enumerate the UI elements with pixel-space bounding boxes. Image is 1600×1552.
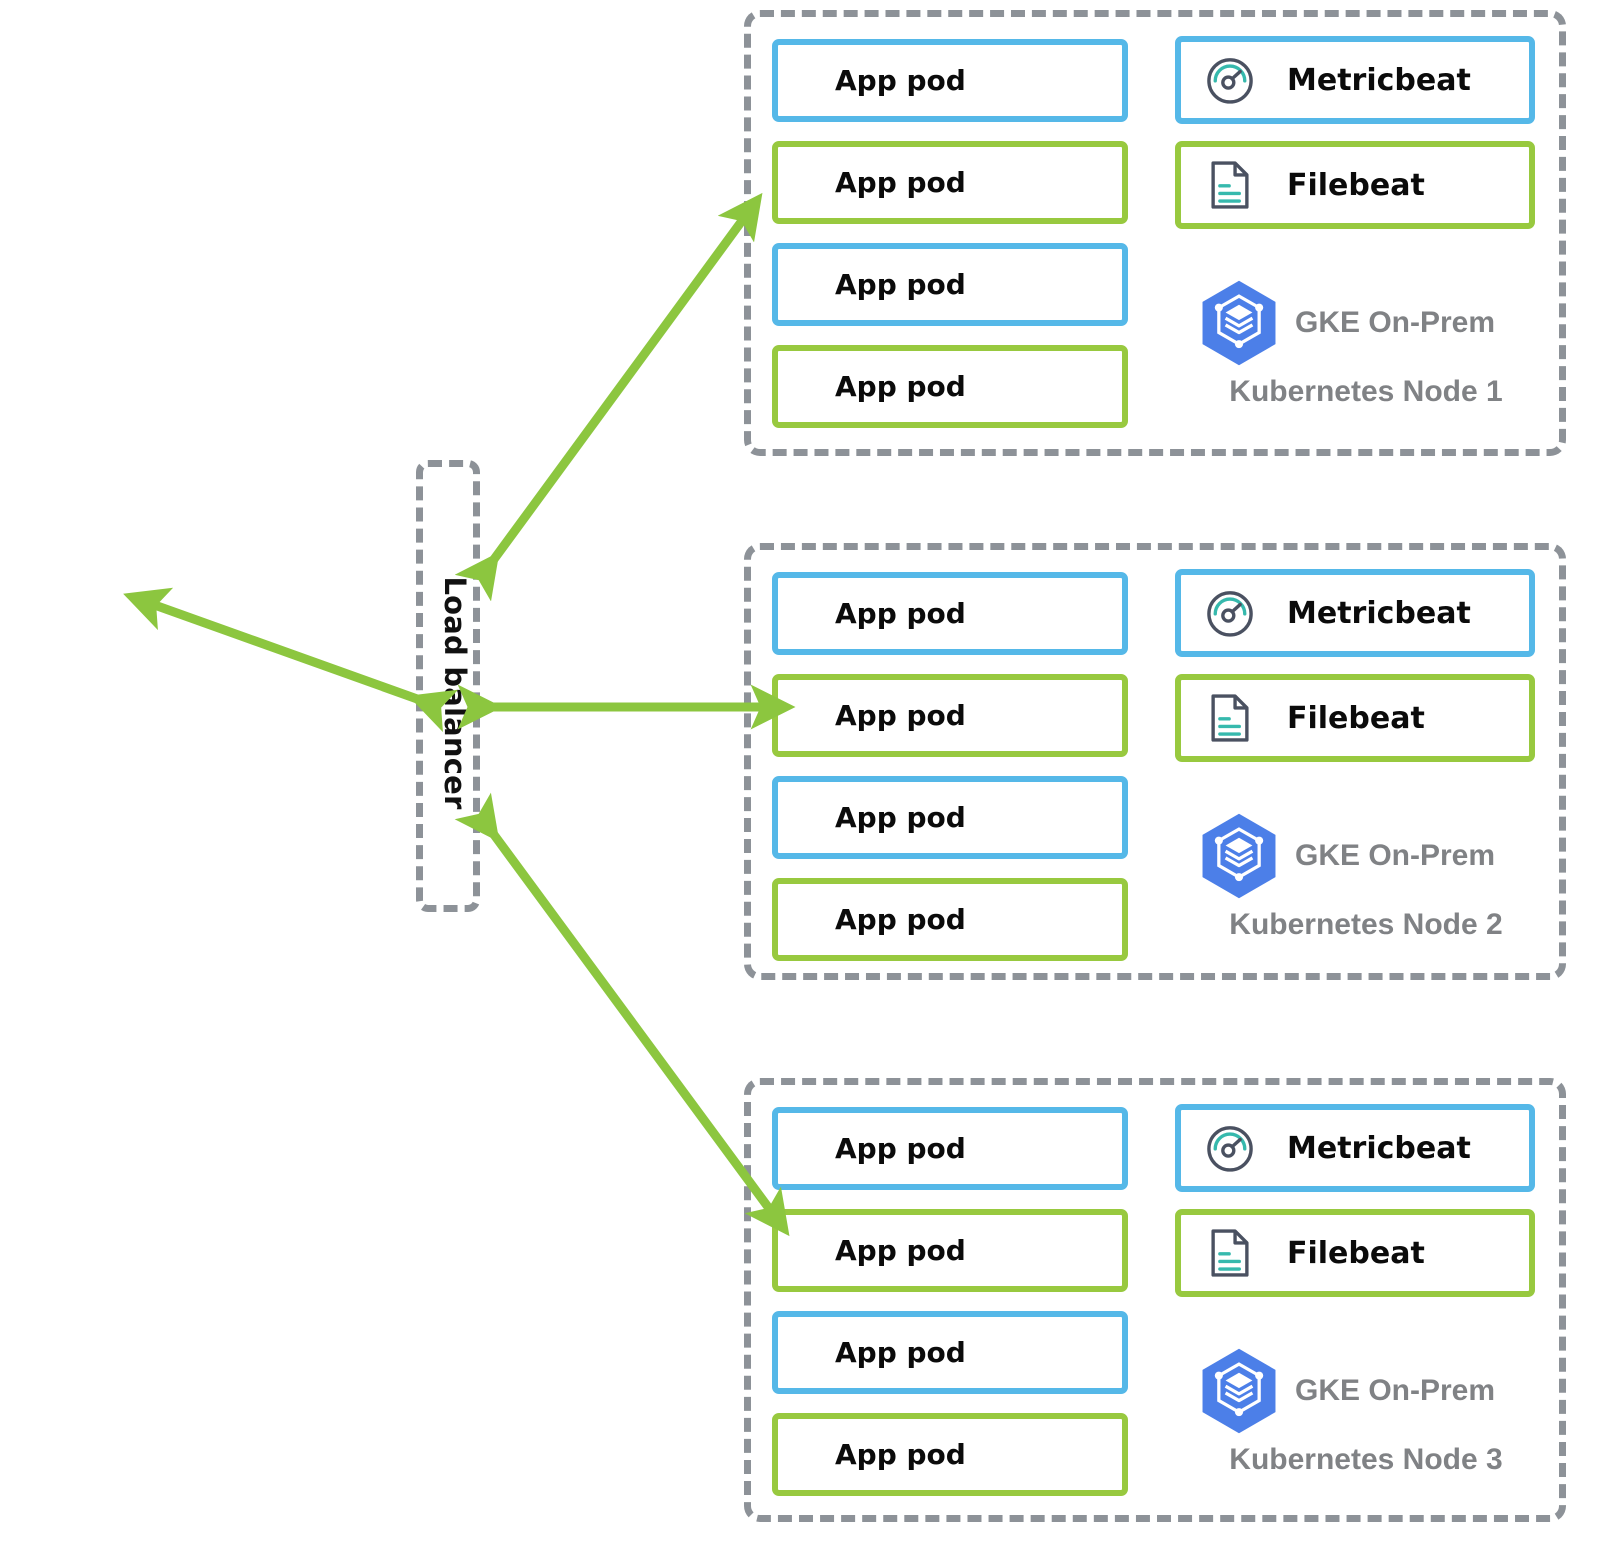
filebeat-box[interactable]: Filebeat [1175, 141, 1535, 229]
app-pod[interactable]: App pod [772, 674, 1128, 757]
kubernetes-node-2[interactable]: App pod App pod App pod App pod Metricb [744, 543, 1566, 980]
gke-title: GKE On-Prem [1295, 839, 1496, 872]
gauge-icon [1207, 58, 1253, 104]
node-2-pod-list: App pod App pod App pod App pod [772, 572, 1128, 980]
gauge-icon [1207, 1126, 1253, 1172]
app-pod[interactable]: App pod [772, 141, 1128, 224]
app-pod[interactable]: App pod [772, 1107, 1128, 1190]
filebeat-label: Filebeat [1287, 167, 1425, 203]
gke-subtitle: Kubernetes Node 3 [1229, 1443, 1503, 1476]
filebeat-box[interactable]: Filebeat [1175, 674, 1535, 762]
metricbeat-label: Metricbeat [1287, 1130, 1471, 1166]
document-icon [1211, 1229, 1249, 1277]
metricbeat-label: Metricbeat [1287, 595, 1471, 631]
arrow-client-to-load-balancer [123, 587, 459, 733]
filebeat-box[interactable]: Filebeat [1175, 1209, 1535, 1297]
gke-badge-row: GKE On-Prem [1191, 275, 1541, 371]
app-pod-label: App pod [835, 1336, 966, 1369]
gke-hexagon-icon [1202, 813, 1276, 899]
filebeat-label: Filebeat [1287, 700, 1425, 736]
app-pod[interactable]: App pod [772, 572, 1128, 655]
app-pod-label: App pod [835, 64, 966, 97]
gke-subtitle: Kubernetes Node 1 [1229, 375, 1503, 408]
node-2-gke-badge: GKE On-Prem Kubernetes Node 2 [1191, 808, 1541, 942]
load-balancer-box[interactable]: Load balancer [416, 460, 480, 912]
node-3-gke-badge: GKE On-Prem Kubernetes Node 3 [1191, 1343, 1541, 1477]
gke-title: GKE On-Prem [1295, 306, 1496, 339]
kubernetes-node-3[interactable]: App pod App pod App pod App pod Metricb [744, 1078, 1566, 1522]
kubernetes-node-1[interactable]: App pod App pod App pod App pod Metricb [744, 10, 1566, 456]
app-pod[interactable]: App pod [772, 1209, 1128, 1292]
app-pod[interactable]: App pod [772, 1413, 1128, 1496]
app-pod-label: App pod [835, 903, 966, 936]
app-pod-label: App pod [835, 801, 966, 834]
arrow-load-balancer-to-node-3 [454, 792, 790, 1237]
app-pod-label: App pod [835, 1438, 966, 1471]
metricbeat-box[interactable]: Metricbeat [1175, 1104, 1535, 1192]
document-icon [1211, 161, 1249, 209]
gke-hexagon-icon [1202, 280, 1276, 366]
app-pod-label: App pod [835, 1132, 966, 1165]
app-pod-label: App pod [835, 166, 966, 199]
node-3-beats-list: Metricbeat Filebeat [1175, 1104, 1535, 1314]
metricbeat-box[interactable]: Metricbeat [1175, 36, 1535, 124]
app-pod[interactable]: App pod [772, 345, 1128, 428]
gauge-icon [1207, 591, 1253, 637]
node-1-gke-badge: GKE On-Prem Kubernetes Node 1 [1191, 275, 1541, 409]
app-pod[interactable]: App pod [772, 878, 1128, 961]
metricbeat-label: Metricbeat [1287, 62, 1471, 98]
node-3-pod-list: App pod App pod App pod App pod [772, 1107, 1128, 1515]
gke-hexagon-icon [1202, 1348, 1276, 1434]
filebeat-label: Filebeat [1287, 1235, 1425, 1271]
app-pod[interactable]: App pod [772, 1311, 1128, 1394]
app-pod-label: App pod [835, 268, 966, 301]
gke-title: GKE On-Prem [1295, 1374, 1496, 1407]
app-pod-label: App pod [835, 1234, 966, 1267]
app-pod-label: App pod [835, 597, 966, 630]
app-pod[interactable]: App pod [772, 39, 1128, 122]
app-pod[interactable]: App pod [772, 243, 1128, 326]
metricbeat-box[interactable]: Metricbeat [1175, 569, 1535, 657]
node-2-beats-list: Metricbeat Filebeat [1175, 569, 1535, 779]
gke-badge-row: GKE On-Prem [1191, 808, 1541, 904]
load-balancer-label: Load balancer [438, 576, 472, 810]
arrow-load-balancer-to-node-1 [454, 192, 763, 602]
app-pod[interactable]: App pod [772, 776, 1128, 859]
app-pod-label: App pod [835, 699, 966, 732]
gke-subtitle: Kubernetes Node 2 [1229, 908, 1503, 941]
app-pod-label: App pod [835, 370, 966, 403]
gke-badge-row: GKE On-Prem [1191, 1343, 1541, 1439]
document-icon [1211, 694, 1249, 742]
node-1-pod-list: App pod App pod App pod App pod [772, 39, 1128, 447]
node-1-beats-list: Metricbeat Filebeat [1175, 36, 1535, 246]
